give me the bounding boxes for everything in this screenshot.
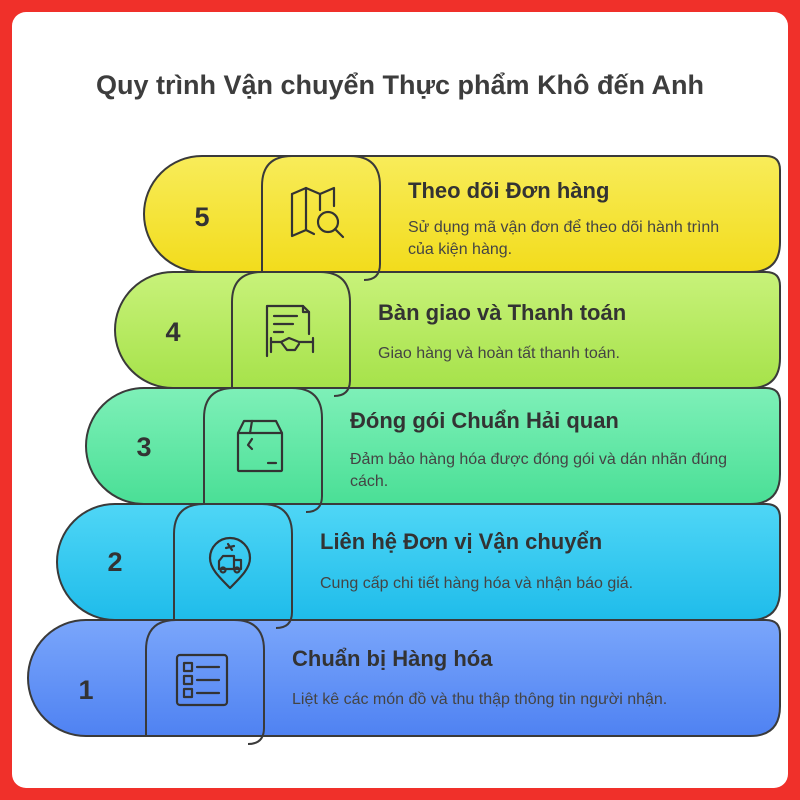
step-1-band	[27, 619, 781, 745]
step-3-title: Đóng gói Chuẩn Hải quan	[350, 408, 619, 433]
step-3-number: 3	[136, 432, 152, 462]
step-2-description: Cung cấp chi tiết hàng hóa và nhận báo g…	[320, 575, 634, 592]
step-3-description: Đảm bảo hàng hóa được đóng gói và dán nh…	[350, 451, 728, 490]
step-5-title: Theo dõi Đơn hàng	[408, 178, 610, 203]
step-3-band	[85, 387, 781, 513]
map-search-icon	[288, 184, 348, 244]
step-5-description: Sử dụng mã vận đơn để theo dõi hành trìn…	[408, 219, 720, 258]
step-1-number: 1	[78, 675, 94, 705]
step-5-number: 5	[194, 202, 210, 232]
step-1-title: Chuẩn bị Hàng hóa	[292, 646, 493, 671]
contract-handshake-icon	[259, 300, 319, 360]
step-5-band	[143, 155, 781, 281]
step-2-title: Liên hệ Đơn vị Vận chuyển	[320, 529, 603, 554]
infographic-canvas: Quy trình Vận chuyển Thực phẩm Khô đến A…	[12, 12, 788, 788]
step-2-number: 2	[107, 547, 123, 577]
step-1-description: Liệt kê các món đồ và thu thập thông tin…	[292, 691, 668, 708]
step-4-band	[114, 271, 781, 397]
checklist-icon	[172, 650, 232, 710]
delivery-location-icon	[200, 532, 260, 592]
step-diagram	[27, 155, 781, 745]
step-4-description: Giao hàng và hoàn tất thanh toán.	[378, 345, 620, 362]
step-4-title: Bàn giao và Thanh toán	[378, 300, 627, 325]
step-4-number: 4	[165, 317, 181, 347]
page-title: Quy trình Vận chuyển Thực phẩm Khô đến A…	[95, 70, 705, 100]
package-box-icon	[230, 415, 290, 475]
step-2-band	[56, 503, 781, 629]
